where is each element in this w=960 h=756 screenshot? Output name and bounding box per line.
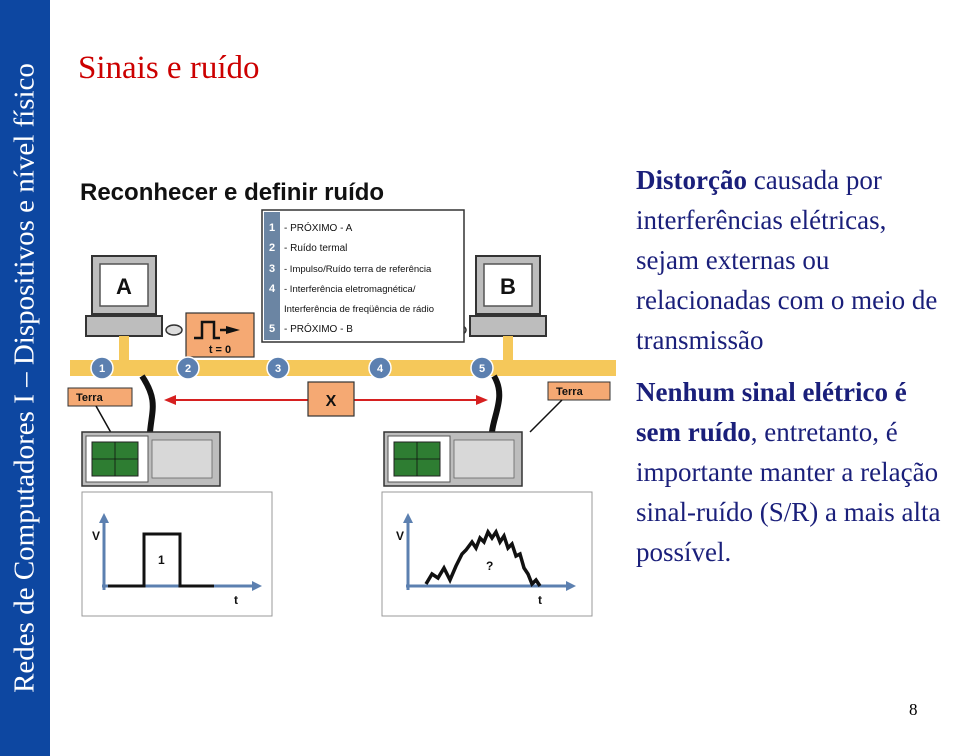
- point-label: 2: [185, 363, 191, 375]
- point-label: 4: [377, 363, 384, 375]
- point-label: 3: [275, 363, 281, 375]
- point-2: 2: [176, 356, 200, 380]
- diagram-title: Reconhecer e definir ruído: [80, 179, 384, 206]
- legend-text: - Ruído termal: [284, 243, 347, 254]
- graph-right: V t ?: [381, 491, 593, 617]
- computer-b-label: B: [500, 274, 516, 299]
- graph-right-ylabel: V: [396, 529, 404, 543]
- legend-text: Interferência de freqüência de rádio: [284, 304, 434, 315]
- paragraph-noise: Nenhum sinal elétrico é sem ruído, entre…: [636, 372, 956, 572]
- oscilloscope-left: [81, 431, 221, 487]
- ground-left: Terra: [67, 387, 133, 439]
- graph-left-ylabel: V: [92, 529, 100, 543]
- probe-cable-right: [489, 374, 503, 433]
- oscilloscope-right: [383, 431, 523, 487]
- ground-right-label: Terra: [556, 386, 584, 398]
- legend-text: - PRÓXIMO - B: [284, 322, 353, 335]
- graph-right-pulse-label: ?: [486, 559, 493, 573]
- term-distortion: Distorção: [636, 165, 747, 195]
- noise-diagram: Reconhecer e definir ruído A B 1 - PRÓXI…: [67, 179, 616, 617]
- graph-right-xlabel: t: [538, 593, 542, 607]
- pulse-label: t = 0: [209, 344, 231, 356]
- graph-left-pulse-label: 1: [158, 553, 165, 567]
- legend-row-3: 3 - Impulso/Ruído terra de referência: [269, 263, 432, 275]
- statement-no-signal-without-noise: Nenhum sinal elétrico é sem ruído: [636, 377, 907, 447]
- legend-text: - Impulso/Ruído terra de referência: [284, 264, 432, 275]
- page-number: 8: [909, 700, 918, 719]
- sidebar: Redes de Computadores I – Dispositivos e…: [0, 0, 50, 756]
- sidebar-course-title: Redes de Computadores I – Dispositivos e…: [8, 63, 41, 693]
- legend-text: - PRÓXIMO - A: [284, 221, 353, 234]
- legend-row-4: 4 - Interferência eletromagnética/: [269, 283, 416, 295]
- distance-label: X: [326, 393, 337, 410]
- legend-num: 4: [269, 283, 276, 295]
- legend-row-5: 5 - PRÓXIMO - B: [269, 322, 353, 335]
- distance-arrow: X: [164, 381, 488, 417]
- legend-row-4b: Interferência de freqüência de rádio: [284, 304, 434, 315]
- paragraph-noise-text: , entretanto, é importante manter a rela…: [636, 417, 941, 567]
- computer-a: A: [85, 255, 183, 337]
- pulse-box: t = 0: [185, 312, 255, 358]
- legend-num: 5: [269, 323, 275, 335]
- paragraph-distortion-text: causada por interferências elétricas, se…: [636, 165, 938, 355]
- noise-legend: 1 - PRÓXIMO - A 2 - Ruído termal 3 - Imp…: [261, 209, 465, 343]
- probe-cable-left: [139, 374, 156, 433]
- legend-num: 2: [269, 242, 275, 254]
- slide-title: Sinais e ruído: [78, 50, 260, 86]
- legend-row-2: 2 - Ruído termal: [269, 242, 347, 254]
- point-1: 1: [90, 356, 114, 380]
- point-5: 5: [470, 356, 494, 380]
- clean-pulse: [108, 532, 214, 588]
- legend-text: - Interferência eletromagnética/: [284, 284, 416, 295]
- legend-row-1: 1 - PRÓXIMO - A: [269, 221, 353, 234]
- point-label: 1: [99, 363, 105, 375]
- ground-right: Terra: [529, 381, 611, 433]
- graph-left: V t 1: [81, 491, 273, 617]
- legend-num: 1: [269, 222, 275, 234]
- cable: [70, 360, 616, 376]
- text-panel: Distorção causada por interferências elé…: [636, 160, 956, 572]
- ground-left-label: Terra: [76, 392, 104, 404]
- point-3: 3: [266, 356, 290, 380]
- paragraph-distortion: Distorção causada por interferências elé…: [636, 160, 956, 360]
- point-label: 5: [479, 363, 485, 375]
- graph-left-xlabel: t: [234, 593, 238, 607]
- noisy-signal: [424, 528, 542, 588]
- computer-a-label: A: [116, 274, 132, 299]
- legend-num: 3: [269, 263, 275, 275]
- point-4: 4: [368, 356, 392, 380]
